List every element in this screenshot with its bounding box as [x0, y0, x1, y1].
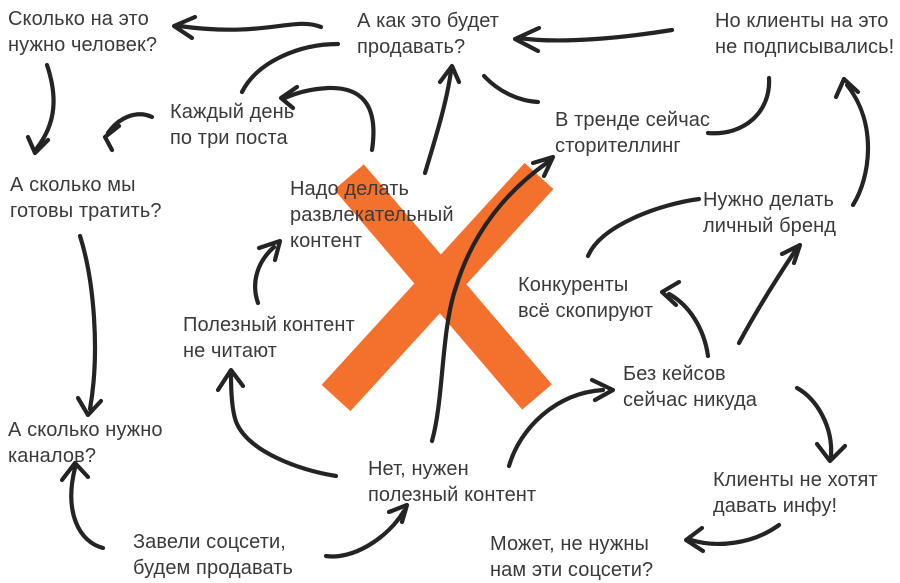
arrow-personal-brand-to-clients	[833, 76, 871, 208]
phrase-cases-needed: Без кейсов сейчас никуда	[623, 363, 758, 411]
phrase-started-social: Завели соцсети, будем продавать	[133, 531, 294, 579]
phrase-how-sell: А как это будет продавать?	[357, 10, 500, 58]
arrow-cases-to-personal-brand	[736, 242, 803, 346]
phrase-maybe-no-social: Может, не нужны нам эти соцсети?	[490, 533, 654, 581]
phrase-budget: А сколько мы готовы тратить?	[10, 174, 162, 222]
phrase-clients-not-subscribed: Но клиенты на это не подписывались!	[715, 10, 895, 58]
phrase-useful-not-read: Полезный контент не читают	[183, 314, 355, 362]
curve-how-sell-to-storytelling	[481, 73, 541, 105]
phrase-clients-no-info: Клиенты не хотят давать инфу!	[713, 469, 878, 517]
orange-cross-icon	[321, 162, 554, 412]
phrase-entertaining-content: Надо делать развлекательный контент	[290, 178, 454, 252]
curve-storytelling-to-clients	[705, 75, 772, 136]
arrow-people-count-to-budget	[25, 62, 56, 156]
phrase-people-count: Сколько на это нужно человек?	[8, 8, 158, 56]
arrow-useful-to-storytelling	[429, 154, 556, 444]
phrase-three-posts: Каждый день по три поста	[170, 101, 295, 149]
arrow-three-posts-to-budget	[102, 112, 155, 153]
curve-three-posts-to-how-sell	[239, 41, 341, 95]
arrow-cases-to-client-info	[794, 385, 848, 464]
arrow-entertaining-to-how-sell	[422, 63, 462, 176]
arrow-started-social-to-channels	[59, 460, 106, 551]
arrow-client-info-to-no-social	[683, 522, 782, 554]
arrow-useful-to-cases	[506, 377, 616, 469]
arrow-useful-to-not-read	[215, 367, 339, 479]
arrow-started-social-to-useful	[323, 502, 410, 559]
arrow-entertaining-to-three-posts	[278, 84, 376, 153]
phrase-storytelling: В тренде сейчас сторителлинг	[555, 109, 711, 157]
curve-personal-brand-to-competitors	[585, 196, 702, 259]
arrow-cases-to-competitors	[659, 279, 711, 359]
arrow-how-sell-to-people-count	[171, 14, 324, 41]
arrow-budget-to-channels	[75, 233, 104, 418]
phrase-channels-count: А сколько нужно каналов?	[8, 419, 163, 467]
arrow-clients-to-how-sell	[512, 25, 675, 54]
arrow-not-read-to-entertaining	[253, 238, 283, 306]
phrase-personal-brand: Нужно делать личный бренд	[703, 189, 837, 237]
phrase-competitors-copy: Конкуренты всё скопируют	[518, 274, 654, 322]
phrase-useful-content: Нет, нужен полезный контент	[368, 458, 537, 506]
